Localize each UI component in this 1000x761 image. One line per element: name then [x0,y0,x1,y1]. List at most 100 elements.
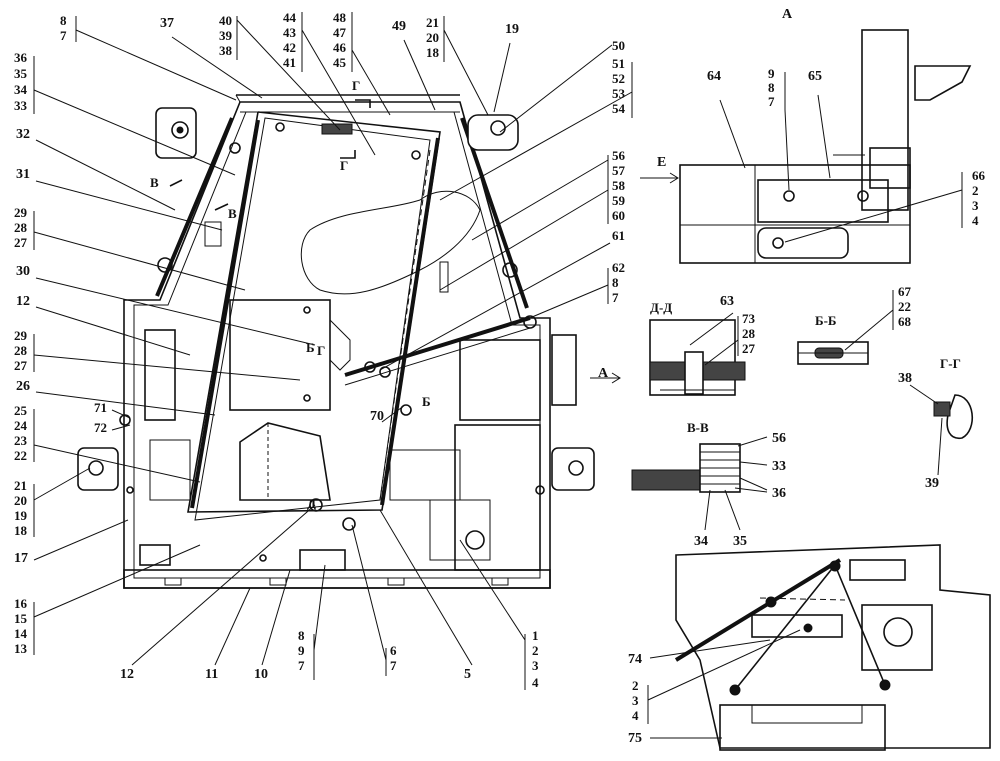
callout-label-lG1: Г [352,78,360,93]
callout-label-l36b: 36 [772,486,786,501]
callout-label-l34b: 34 [694,534,708,549]
callout-label-lBB: Б-Б [815,313,837,328]
callout-label-l50: 50 [612,38,625,53]
callout-label-l6: 6 [390,643,397,658]
callout-label-l52: 52 [612,71,625,86]
callout-label-l62: 62 [612,260,625,275]
callout-label-l18b: 18 [14,523,28,538]
callout-label-l22b: 22 [898,299,911,314]
callout-label-l27a: 27 [14,235,28,250]
callout-label-l61: 61 [612,228,625,243]
callout-label-l31: 31 [16,167,30,182]
callout-label-l7e: 7 [768,94,775,109]
callout-label-l29a: 29 [14,205,28,220]
callout-label-l15: 15 [14,611,28,626]
callout-label-l3a: 3 [532,658,539,673]
callout-label-l7a: 7 [60,28,67,43]
callout-label-l71: 71 [94,400,107,415]
callout-label-l29b: 29 [14,328,28,343]
callout-label-l19a: 19 [505,22,519,37]
callout-label-l51: 51 [612,56,625,71]
callout-label-l39: 39 [219,28,233,43]
callout-label-l3c: 3 [632,693,639,708]
callout-label-l48: 48 [333,10,347,25]
callout-label-l7b: 7 [298,658,305,673]
callout-label-l10: 10 [254,667,268,682]
callout-label-l8c: 8 [612,275,619,290]
callout-label-l21a: 21 [426,15,439,30]
callout-label-l9b: 9 [298,643,305,658]
callout-label-l65: 65 [808,69,822,84]
callout-label-l18a: 18 [426,45,440,60]
callout-label-l23: 23 [14,433,28,448]
callout-label-l34: 34 [14,82,28,97]
callout-label-l56a: 56 [612,148,626,163]
callout-label-l64: 64 [707,69,721,84]
callout-label-l72: 72 [94,420,107,435]
callout-label-l56b: 56 [772,431,786,446]
callout-label-l11: 11 [205,667,218,682]
callout-label-lD1: Д [307,496,316,511]
callout-label-l46: 46 [333,40,347,55]
callout-label-lG2: Г [340,158,348,173]
callout-label-l20b: 20 [14,493,27,508]
callout-label-l21b: 21 [14,478,27,493]
callout-label-lA2: А [782,7,793,22]
callout-label-l57: 57 [612,163,626,178]
callout-label-l60: 60 [612,208,625,223]
callout-label-l35: 35 [14,66,28,81]
callout-label-l75: 75 [628,731,642,746]
callout-label-l8b: 8 [298,628,305,643]
callout-label-l27b: 27 [14,358,28,373]
callout-label-l4a: 4 [532,675,539,690]
section-bb [797,290,894,365]
callout-label-l42: 42 [283,40,296,55]
callout-label-l7c: 7 [390,658,397,673]
detail-view-bottom [647,544,991,751]
callout-label-l58: 58 [612,178,626,193]
callout-label-l5: 5 [464,667,471,682]
callout-label-l45: 45 [333,55,347,70]
callout-label-l12b: 12 [120,667,134,682]
callout-label-l73: 73 [742,311,756,326]
callout-label-l49: 49 [392,19,406,34]
callout-label-l24: 24 [14,418,28,433]
callout-label-l25: 25 [14,403,28,418]
callout-label-l27c: 27 [742,341,756,356]
callout-label-l1a: 1 [532,628,539,643]
callout-label-lG3: Г [317,343,325,358]
callout-label-l39b: 39 [925,476,939,491]
callout-label-l54: 54 [612,101,626,116]
callout-label-l68: 68 [898,314,912,329]
callout-label-l70: 70 [370,409,384,424]
callout-label-l4c: 4 [632,708,639,723]
callout-label-l22: 22 [14,448,27,463]
callout-label-l33b: 33 [772,459,786,474]
callout-label-l28c: 28 [742,326,756,341]
callout-label-lBb1: Б [306,340,315,355]
callout-label-l47: 47 [333,25,347,40]
callout-label-l32: 32 [16,127,30,142]
callout-label-l44: 44 [283,10,297,25]
callout-label-l40: 40 [219,13,232,28]
callout-label-l67: 67 [898,284,912,299]
callout-label-l35b: 35 [733,534,747,549]
callout-label-lE: Е [657,155,666,170]
callout-label-l20a: 20 [426,30,439,45]
callout-label-l14: 14 [14,626,28,641]
callout-label-l53: 53 [612,86,626,101]
callout-label-l26: 26 [16,379,30,394]
callout-label-lDD: Д-Д [650,300,672,315]
callout-label-lB1: В [150,175,159,190]
callout-label-l12a: 12 [16,294,30,309]
callout-label-l74: 74 [628,652,642,667]
main-cab-view [77,94,621,589]
callout-label-l13: 13 [14,641,28,656]
callout-label-l43: 43 [283,25,297,40]
callout-label-l2a: 2 [532,643,539,658]
callout-label-lB2: В [228,206,237,221]
callout-label-l33a: 33 [14,98,28,113]
callout-label-l28a: 28 [14,220,28,235]
callout-label-l41: 41 [283,55,296,70]
